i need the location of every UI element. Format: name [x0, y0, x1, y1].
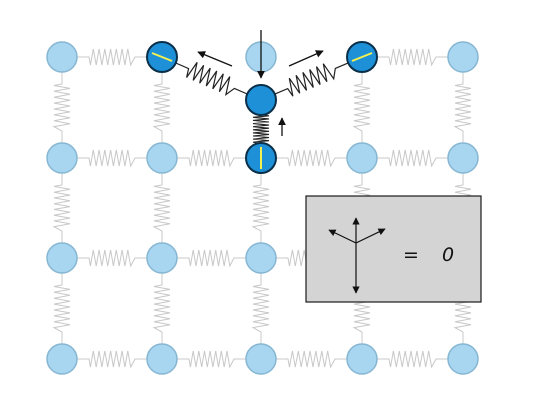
- faded-spring-vertical: [52, 273, 71, 344]
- faded-node-lattice: [46, 41, 479, 375]
- faded-spring-horizontal: [276, 149, 347, 168]
- vector-sum-icon: [328, 217, 386, 294]
- faded-node: [46, 41, 78, 73]
- arrow-icon-left-spring: [197, 51, 233, 67]
- active-node-top-left: [146, 41, 178, 73]
- stretched-spring-right: [274, 62, 349, 97]
- faded-spring-vertical: [152, 273, 171, 344]
- active-node-center-circle: [245, 84, 277, 116]
- faded-spring-vertical: [453, 72, 472, 143]
- active-node-top-right: [346, 41, 378, 73]
- strain-indicator-line: [351, 52, 373, 62]
- active-nodes: [146, 41, 378, 174]
- faded-node: [245, 343, 277, 375]
- faded-spring-horizontal: [177, 350, 246, 369]
- faded-spring-vertical: [152, 72, 171, 143]
- compressed-spring: [252, 114, 270, 144]
- faded-spring-horizontal: [377, 48, 448, 67]
- faded-node: [46, 242, 78, 274]
- faded-spring-vertical: [152, 173, 171, 243]
- force-arrows: [197, 30, 324, 136]
- faded-spring-horizontal: [276, 350, 347, 369]
- faded-spring-vertical: [251, 273, 270, 344]
- arrow-icon-right-spring: [288, 50, 324, 67]
- faded-spring-vertical: [52, 173, 71, 243]
- faded-spring-horizontal: [177, 149, 246, 168]
- faded-node: [346, 343, 378, 375]
- faded-node: [245, 242, 277, 274]
- faded-node: [146, 142, 178, 174]
- faded-spring-horizontal: [177, 249, 246, 268]
- force-balance-box: = 0: [305, 195, 482, 303]
- faded-node: [46, 142, 78, 174]
- faded-node: [46, 343, 78, 375]
- equals-sign: =: [403, 244, 419, 266]
- force-balance-box-frame: [305, 195, 482, 303]
- faded-node: [146, 343, 178, 375]
- stretched-spring-left: [175, 62, 248, 97]
- faded-spring-vertical: [352, 72, 371, 143]
- faded-spring-vertical: [251, 173, 270, 243]
- faded-node: [146, 242, 178, 274]
- faded-spring-horizontal: [77, 350, 147, 369]
- faded-spring-horizontal: [77, 249, 147, 268]
- active-node-below: [245, 142, 277, 174]
- faded-spring-horizontal: [77, 48, 147, 67]
- faded-spring-vertical: [52, 72, 71, 143]
- strain-indicator-line: [151, 52, 173, 62]
- active-springs: [175, 62, 349, 144]
- faded-node: [447, 343, 479, 375]
- faded-spring-horizontal: [377, 149, 448, 168]
- faded-node: [346, 142, 378, 174]
- faded-spring-horizontal: [377, 350, 448, 369]
- faded-spring-horizontal: [77, 149, 147, 168]
- faded-node: [447, 142, 479, 174]
- faded-node: [447, 41, 479, 73]
- result-value: 0: [442, 244, 454, 266]
- active-node-center: [245, 84, 277, 116]
